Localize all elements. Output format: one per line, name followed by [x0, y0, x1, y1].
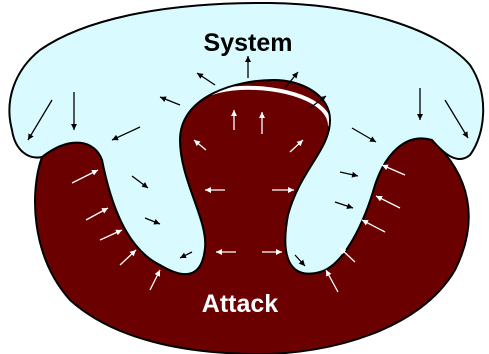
attack-label: Attack: [202, 290, 279, 318]
system-label: System: [204, 29, 293, 57]
